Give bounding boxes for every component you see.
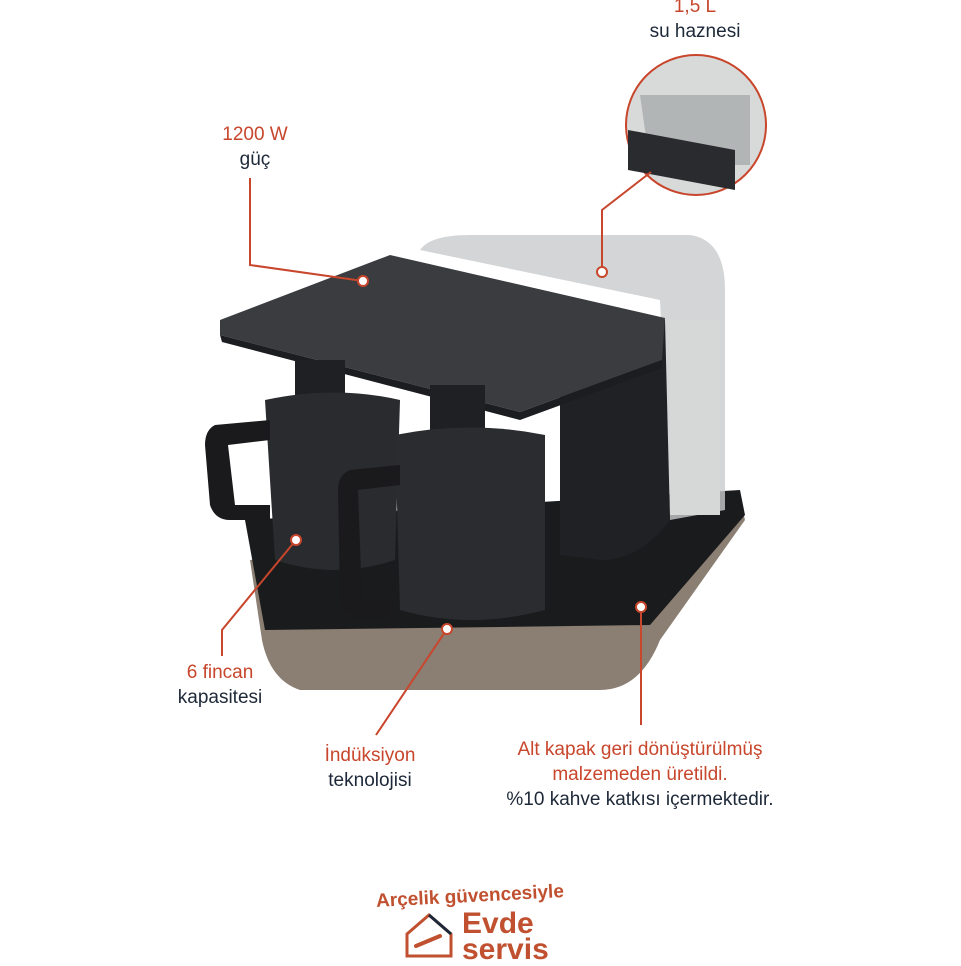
- capacity-value: 6 fincan: [186, 662, 254, 683]
- cover-line-1: Alt kapak geri dönüştürülmüş: [517, 739, 763, 760]
- power-label: güç: [239, 149, 271, 170]
- pot-handle-right: [338, 465, 400, 618]
- logo-line-2: servis: [462, 933, 549, 966]
- tank-capacity: 1,5 L: [673, 0, 717, 17]
- control-panel: [220, 255, 665, 412]
- callout-tank: 1,5 L su haznesi: [620, 0, 770, 44]
- callout-capacity: 6 fincan kapasitesi: [150, 660, 290, 710]
- callout-power: 1200 W güç: [190, 122, 320, 172]
- cover-line-2: malzemeden üretildi.: [552, 764, 728, 785]
- tank-window: [670, 320, 720, 515]
- capacity-label: kapasitesi: [177, 687, 263, 708]
- pot-handle-left: [205, 420, 270, 520]
- logo-line-1: Evde: [462, 907, 534, 940]
- coffee-pot-left: [265, 392, 400, 570]
- evde-servis-logo: Arçelik güvencesiyle Evde servis: [370, 881, 600, 966]
- tank-label: su haznesi: [649, 21, 741, 42]
- callout-induction: İndüksiyon teknolojisi: [300, 743, 440, 793]
- induction-value: İndüksiyon: [324, 745, 416, 766]
- coffee-pot-right: [395, 427, 545, 620]
- induction-label: teknolojisi: [328, 770, 412, 791]
- callout-cover: Alt kapak geri dönüştürülmüş malzemeden …: [470, 737, 810, 812]
- cover-line-3: %10 kahve katkısı içermektedir.: [506, 789, 774, 810]
- house-wrench-icon: [405, 913, 453, 958]
- power-value: 1200 W: [222, 124, 288, 145]
